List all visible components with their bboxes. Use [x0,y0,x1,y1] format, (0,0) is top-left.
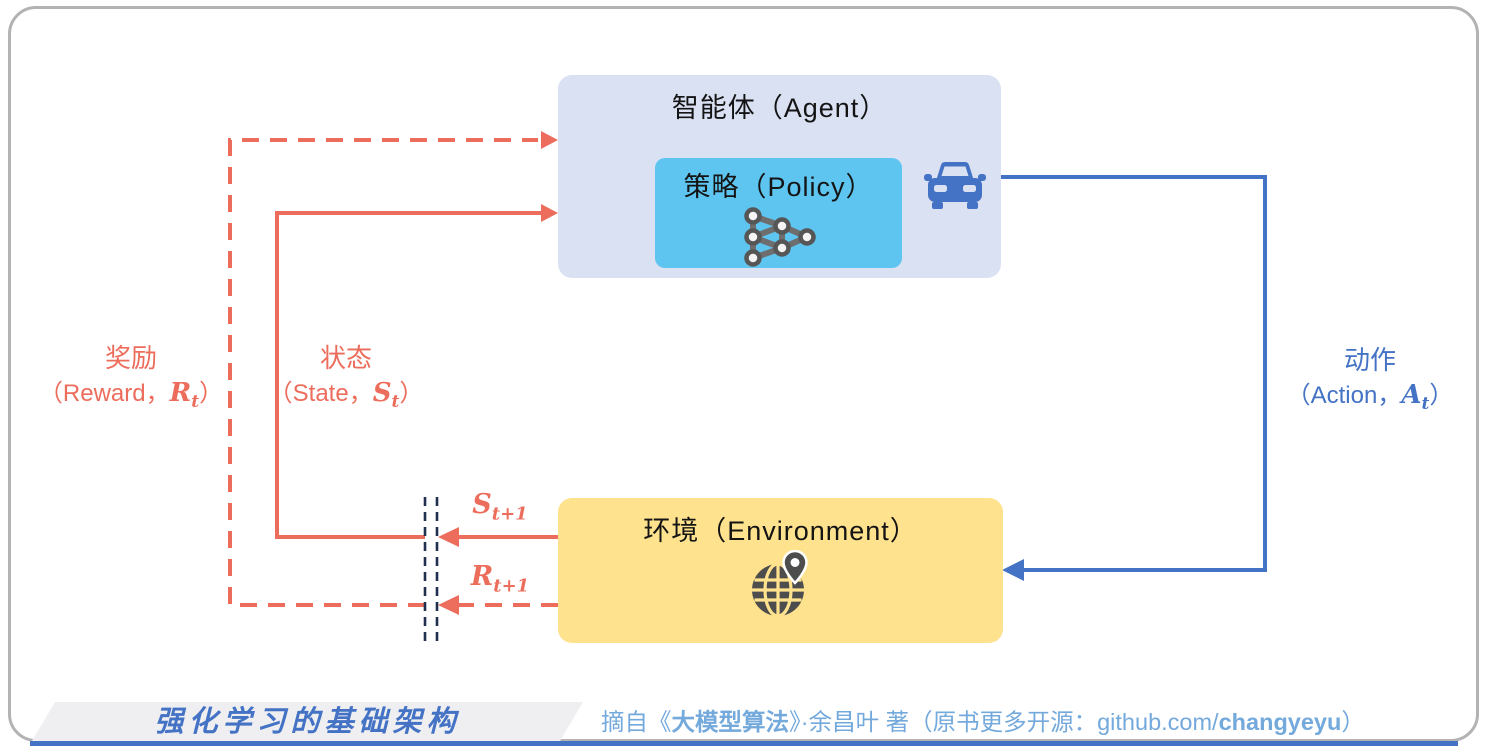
reward-symbol: Rt [169,378,200,413]
footer-blue-rule [30,741,1458,746]
environment-title: 环境（Environment） [643,516,918,546]
state-label-cn: 状态 [319,343,372,373]
next-reward-label: Rt+1 [470,561,530,597]
state-label-en: （State，St） [268,378,424,413]
next-state-label: St+1 [472,489,528,525]
footer-credit: 摘自《大模型算法》·余昌叶 著（原书更多开源：github.com/changy… [601,709,1365,735]
state-label: 状态 （State，St） [256,341,436,414]
github-handle: changyeyu [1218,709,1342,735]
agent-title: 智能体（Agent） [671,93,888,123]
car-icon [923,158,987,219]
neural-network-icon [655,206,902,268]
environment-box: 环境（Environment） [558,498,1003,643]
globe-location-icon [558,550,1003,618]
action-label-en: （Action，At） [1286,380,1454,415]
agent-box: 智能体（Agent） 策略（Policy） [558,75,1001,278]
policy-box: 策略（Policy） [655,158,902,268]
book-title: 大模型算法 [671,709,790,735]
action-label: 动作 （Action，At） [1272,343,1468,416]
footer-caption: 强化学习的基础架构 [154,704,461,738]
action-label-cn: 动作 [1343,345,1396,375]
policy-title: 策略（Policy） [683,172,874,202]
footer-caption-band [32,702,583,741]
action-symbol: At [1401,380,1430,415]
reward-label-en: （Reward，Rt） [38,378,224,413]
reward-label-cn: 奖励 [104,343,157,373]
reward-label: 奖励 （Reward，Rt） [28,341,234,414]
state-symbol: St [372,378,400,413]
